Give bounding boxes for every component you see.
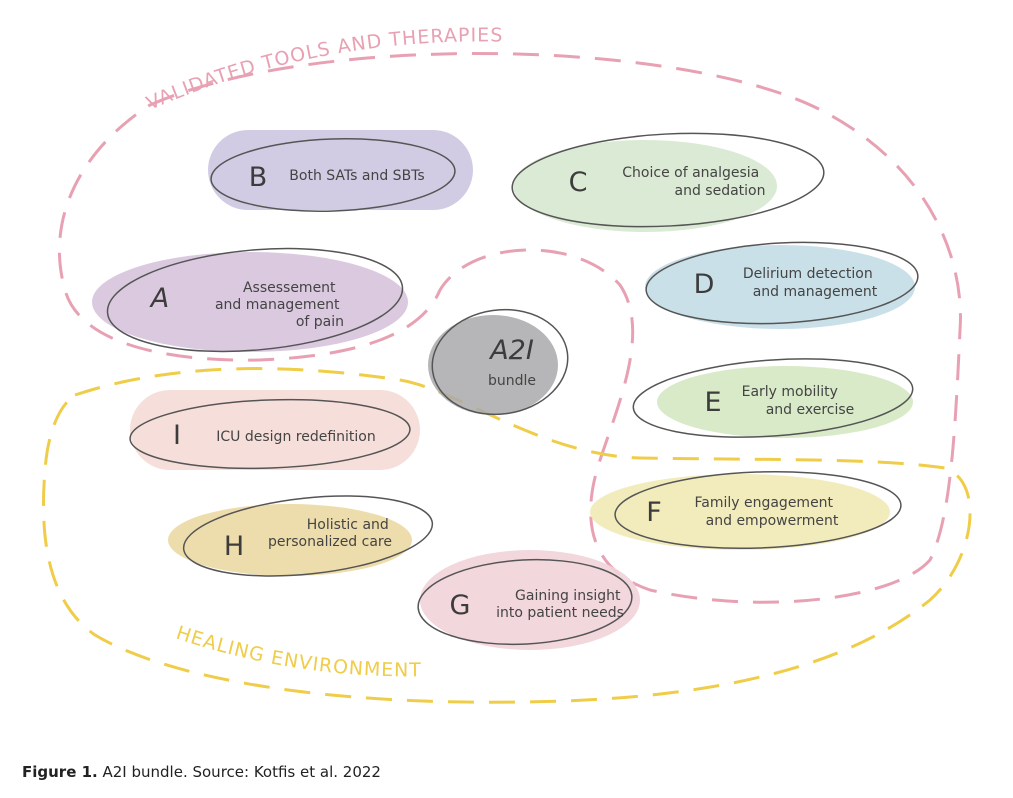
- node-c-label: Choice of analgesia and sedation: [622, 165, 765, 199]
- node-c: C Choice of analgesia and sedation: [511, 132, 825, 232]
- center-bundle-node: A2I bundle: [428, 308, 569, 416]
- node-h-label: Holistic and personalized care: [268, 517, 393, 550]
- node-a: A Assessement and management of pain: [92, 247, 408, 353]
- tools-region-boundary: [57, 52, 962, 604]
- node-h-letter: H: [224, 531, 244, 562]
- node-f: F Family engagement and empowerment: [590, 470, 902, 550]
- node-h: H Holistic and personalized care: [168, 495, 434, 577]
- node-a-label: Assessement and management of pain: [215, 280, 344, 330]
- node-e-letter: E: [704, 387, 721, 418]
- node-f-label: Family engagement and empowerment: [694, 495, 838, 529]
- healing-region-boundary: [42, 367, 972, 704]
- figure-caption-label: Figure 1.: [22, 763, 98, 781]
- a2i-bundle-diagram: VALIDATED TOOLS AND THERAPIES HEALING EN…: [42, 24, 972, 704]
- node-b-label: Both SATs and SBTs: [289, 168, 424, 184]
- node-b-letter: B: [249, 162, 268, 193]
- node-c-letter: C: [569, 167, 588, 198]
- tools-region-label: VALIDATED TOOLS AND THERAPIES: [143, 24, 503, 114]
- node-d: D Delirium detection and management: [645, 241, 919, 329]
- node-d-letter: D: [694, 269, 715, 300]
- healing-region-label: HEALING ENVIRONMENT: [173, 622, 421, 682]
- node-e: E Early mobility and exercise: [632, 358, 914, 438]
- figure-caption-text: A2I bundle. Source: Kotfis et al. 2022: [97, 763, 381, 781]
- center-bundle-title: A2I: [488, 335, 534, 366]
- node-g-letter: G: [450, 590, 471, 621]
- node-g-label: Gaining insight into patient needs: [496, 588, 625, 621]
- node-b: B Both SATs and SBTs: [208, 130, 473, 212]
- node-i-label: ICU design redefinition: [216, 429, 375, 445]
- center-bundle-subtitle: bundle: [488, 373, 536, 389]
- node-i: I ICU design redefinition: [129, 390, 420, 470]
- node-g: G Gaining insight into patient needs: [417, 550, 640, 650]
- node-a-letter: A: [149, 283, 169, 314]
- node-i-letter: I: [173, 420, 181, 451]
- node-f-letter: F: [646, 497, 662, 528]
- figure-caption: Figure 1. A2I bundle. Source: Kotfis et …: [22, 763, 381, 781]
- node-d-label: Delirium detection and management: [743, 266, 878, 300]
- node-e-label: Early mobility and exercise: [742, 384, 855, 418]
